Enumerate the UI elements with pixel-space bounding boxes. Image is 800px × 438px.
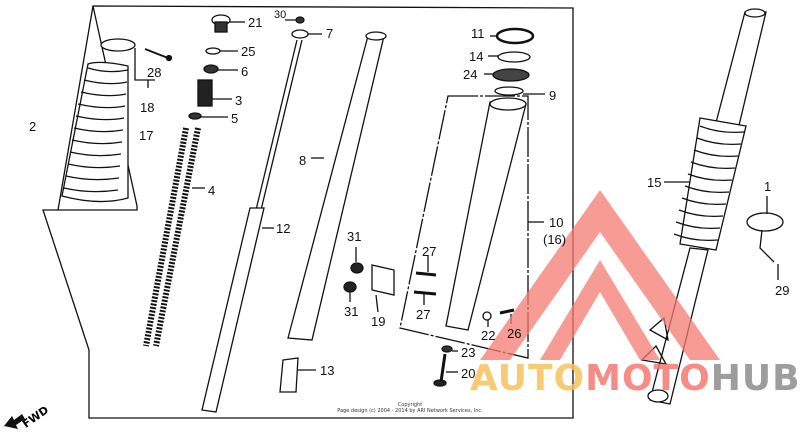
fork-cap-21 (211, 14, 231, 33)
callout-26: 26 (507, 326, 522, 341)
callout-8: 8 (299, 153, 307, 168)
fork-slider-10 (445, 97, 527, 331)
callout-30: 30 (274, 9, 287, 21)
watermark-auto: AUTO (470, 358, 586, 399)
callout-23: 23 (461, 345, 476, 360)
washer-5 (188, 112, 202, 120)
callout-29: 29 (775, 283, 790, 298)
callout-25: 25 (241, 44, 256, 59)
callout-17: 17 (139, 128, 154, 143)
callout-22: 22 (481, 328, 496, 343)
clip-14 (497, 51, 531, 63)
callout-9: 9 (549, 88, 557, 103)
oil-seal-24 (492, 68, 530, 82)
washer-22 (482, 311, 492, 321)
oil-lock-piece-13 (279, 357, 299, 393)
copyright-notice: Copyright Page design (c) 2004 - 2014 by… (300, 402, 520, 414)
callout-12: 12 (276, 221, 291, 236)
watermark-moto: MOTO (585, 358, 711, 399)
boot-clamp-18 (100, 38, 136, 52)
callout-1: 1 (764, 179, 772, 194)
stud-27-bottom (413, 290, 437, 296)
washer-23 (441, 345, 453, 353)
callout-14: 14 (469, 49, 484, 64)
socket-bolt-20 (439, 353, 447, 383)
o-ring-25 (205, 47, 221, 55)
callout-11: 11 (471, 26, 485, 41)
watermark-logo-icon (480, 190, 720, 360)
stud-27-top (415, 271, 437, 277)
callout-31-top: 31 (347, 229, 362, 244)
nut-31-bottom (343, 281, 357, 293)
callout-18: 18 (140, 100, 155, 115)
callout-19: 19 (371, 314, 386, 329)
callout-13: 13 (320, 363, 335, 378)
callout-5: 5 (231, 111, 239, 126)
callout-2: 2 (29, 119, 37, 134)
callout-4: 4 (208, 183, 216, 198)
back-up-ring-9 (494, 86, 524, 96)
callout-28: 28 (147, 65, 162, 80)
copyright-text: Page design (c) 2004 - 2014 by ARI Netwo… (337, 407, 483, 414)
spacer-3 (197, 79, 213, 107)
assembly-frame-border (42, 5, 574, 419)
watermark-hub: HUB (710, 358, 800, 399)
dust-seal-11 (495, 27, 535, 45)
callout-15: 15 (647, 175, 662, 190)
callout-3: 3 (235, 93, 243, 108)
callout-20: 20 (461, 366, 476, 381)
fork-boot-17 (61, 61, 129, 203)
pinch-clamp-1 (746, 212, 784, 232)
callout-21: 21 (248, 15, 263, 30)
callout-7: 7 (326, 26, 334, 41)
spring-seat-6 (203, 64, 219, 74)
callout-16: (16) (543, 232, 567, 247)
watermark-text: AUTOMOTOHUB (470, 358, 800, 399)
callout-27-top: 27 (422, 244, 437, 259)
fork-spring-4 (143, 127, 201, 347)
slider-subassembly-frame (399, 95, 529, 359)
damper-rod (255, 39, 303, 211)
callout-10: 10 (549, 215, 564, 230)
callout-24: 24 (463, 67, 478, 82)
callout-27-bottom: 27 (416, 307, 431, 322)
nut-31-top (350, 262, 364, 274)
inner-tube-8 (287, 35, 385, 341)
damper-rod-12 (201, 207, 265, 413)
callout-6: 6 (241, 64, 249, 79)
copyright-title: Copyright (397, 402, 423, 408)
fwd-arrow-icon (4, 414, 25, 429)
clamp-bolt-28 (144, 48, 169, 59)
axle-holder-19 (371, 264, 395, 296)
callout-31-bottom: 31 (344, 304, 359, 319)
bolt-26 (499, 308, 515, 315)
assembly-frame-left (57, 5, 94, 211)
